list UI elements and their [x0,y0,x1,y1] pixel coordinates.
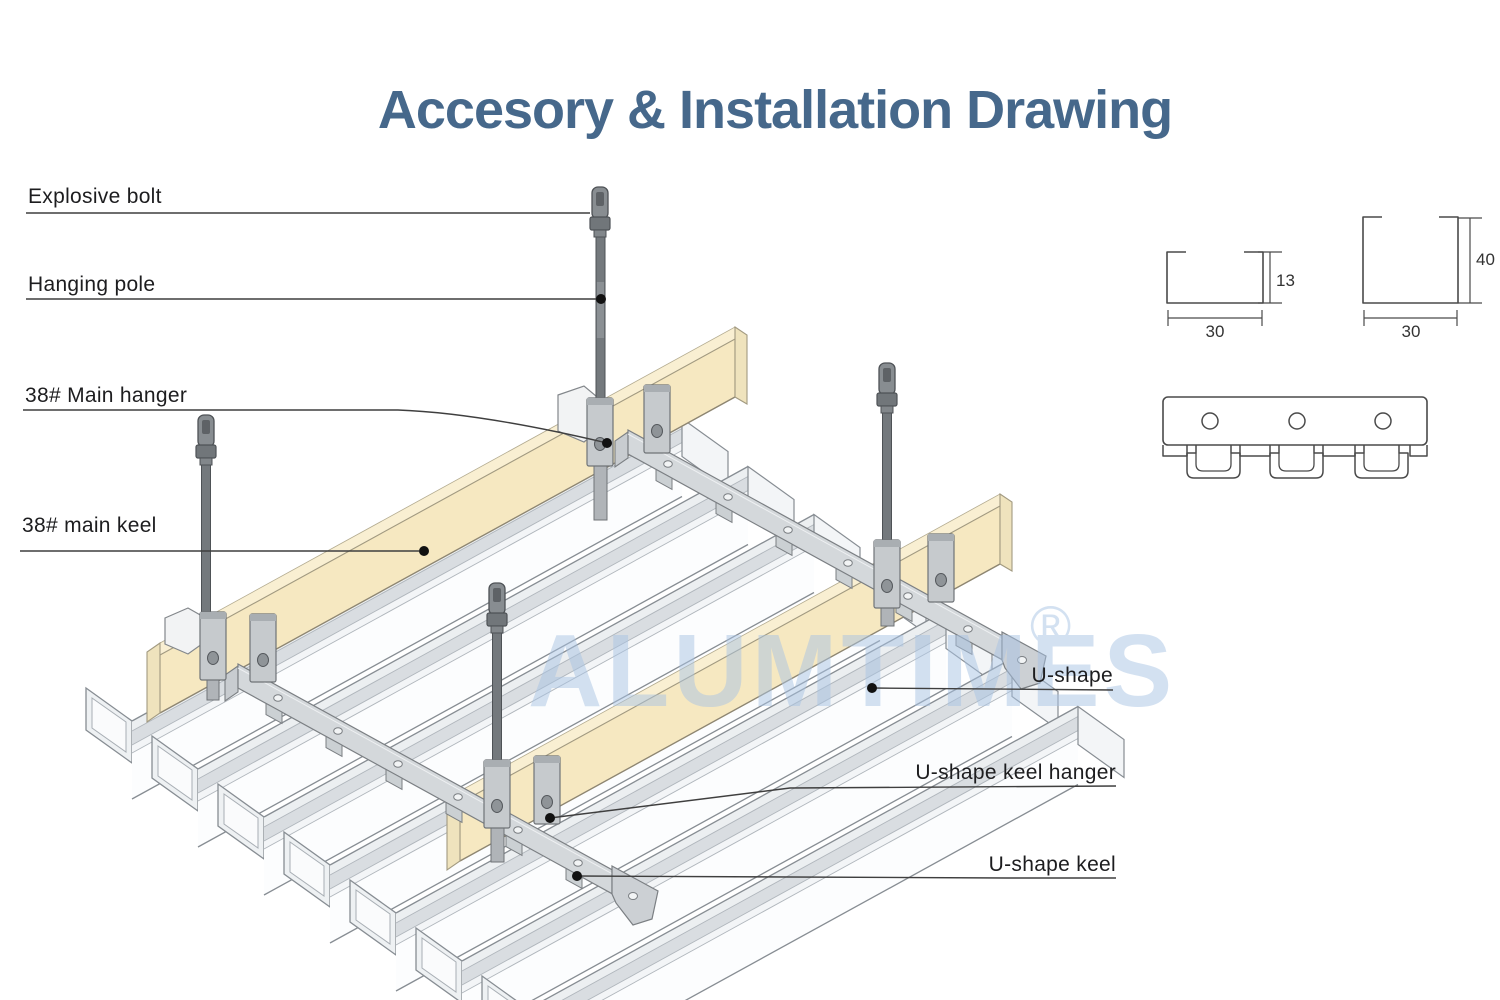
label-explosive-bolt: Explosive bolt [28,185,162,208]
u-profile-small [1166,251,1282,326]
leader-dot-main-hanger [602,438,612,448]
keel-hanger-plate [643,384,671,454]
registered-mark: ® [1030,594,1071,657]
explosive-bolt [589,186,611,238]
u-shape-keel-carrier-1 [224,663,659,926]
leader-u-shape-keel [576,875,1116,879]
u-shape-keel-hanger-plate [533,755,561,825]
hanging-pole-assembly-top [557,186,614,521]
leader-dot-u-shape-keel [572,871,582,881]
explosive-bolt [486,582,508,634]
label-hanging-pole: Hanging pole [28,273,155,296]
hanging-pole-assembly-right [873,362,901,627]
keel-hanger-plate [249,613,277,683]
leader-u-shape-keel-hanger [549,785,1117,819]
label-u-shape-keel-hanger: U-shape keel hanger [915,761,1116,784]
label-u-shape-keel: U-shape keel [989,853,1116,876]
hanging-pole-assembly-middle [483,582,511,863]
leader-dot-hanging-pole [596,294,606,304]
label-main-keel: 38# main keel [22,514,157,537]
dim-small-height: 13 [1276,271,1295,290]
leader-dot-main-keel [419,546,429,556]
leader-dot-u-shape [867,683,877,693]
carrier-profile [1162,396,1428,479]
explosive-bolt [876,362,898,414]
explosive-bolt [195,414,217,466]
watermark: ALUMTIMES ® [528,594,1176,728]
page-title: Accesory & Installation Drawing [378,80,1172,140]
dim-small-width: 30 [1206,322,1225,341]
leader-u-shape [871,687,1114,691]
label-main-hanger: 38# Main hanger [25,384,187,407]
u-profile-large [1362,216,1482,326]
leader-dot-u-shape-keel-hanger [545,813,555,823]
label-u-shape: U-shape [1032,664,1113,687]
u-shape-keel-carrier-2 [614,429,1047,690]
dim-large-width: 30 [1402,322,1421,341]
watermark-text: ALUMTIMES [528,613,1176,728]
leader-main-hanger [23,409,608,444]
leader-lines [20,212,1117,879]
hanging-pole-assembly-left [164,414,227,701]
leader-dots [419,294,877,881]
keel-hanger-plate [927,533,955,603]
dim-large-height: 40 [1476,250,1495,269]
